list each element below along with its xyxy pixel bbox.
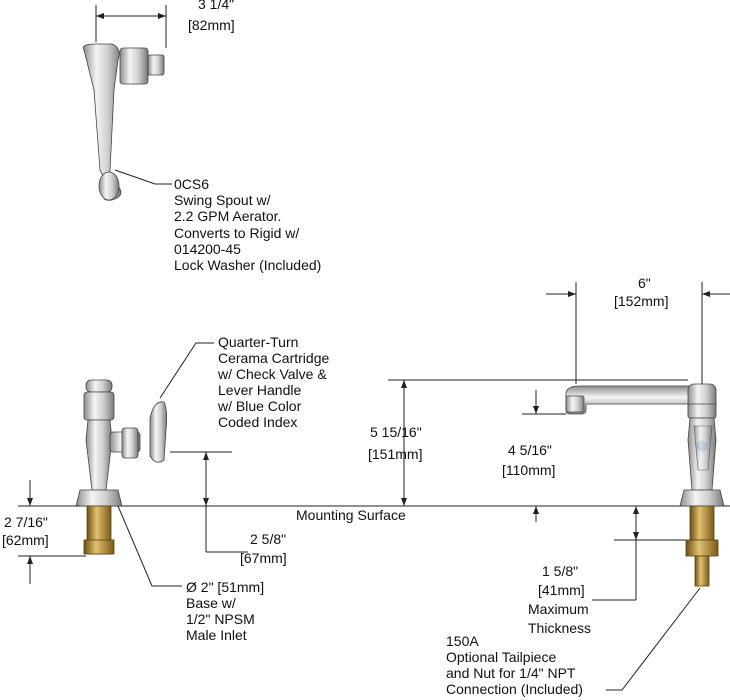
spout-clearance-dimension: 4 5/16" [110mm] (502, 390, 566, 522)
callout-swing-spout-line-6: Lock Washer (Included) (174, 257, 321, 273)
handle-stem (119, 47, 149, 85)
mounting-surface-label: Mounting Surface (296, 507, 406, 523)
tailpiece (694, 555, 710, 587)
cartridge-callout: Quarter-Turn Cerama Cartridge w/ Check V… (159, 334, 329, 430)
faucet-height-metric: [151mm] (368, 446, 422, 462)
callout-base-line-4: Male Inlet (186, 627, 247, 643)
callout-cartridge-line-1: Quarter-Turn (218, 334, 298, 350)
handle-stem-tip (147, 54, 165, 76)
front-view-faucet (565, 383, 725, 587)
front-brass-shank (689, 505, 715, 541)
shank-nut (83, 539, 115, 555)
bonnet-cap (85, 379, 113, 393)
lever-handle-knob (98, 171, 120, 201)
front-lever (693, 425, 713, 471)
callout-swing-spout-line-4: Converts to Rigid w/ (174, 225, 299, 241)
handle-height-imperial: 2 5/8" (250, 531, 286, 547)
handle-width-dimension: 3 1/4" [82mm] (95, 0, 235, 48)
max-thickness-label-1: Maximum (528, 601, 589, 617)
callout-swing-spout-line-2: Swing Spout w/ (174, 192, 271, 208)
faucet-height-imperial: 5 15/16" (370, 424, 422, 440)
callout-base-line-1: Ø 2" [51mm] (186, 579, 264, 595)
handle-height-metric: [67mm] (240, 550, 287, 566)
callout-tailpiece-line-1: 150A (446, 633, 479, 649)
side-view-faucet (75, 379, 168, 555)
max-thickness-label-2: Thickness (528, 620, 591, 636)
callout-tailpiece-line-3: and Nut for 1/4" NPT (446, 665, 576, 681)
spout-clearance-metric: [110mm] (502, 462, 555, 478)
max-thickness-imperial: 1 5/8" (542, 563, 578, 579)
callout-swing-spout-line-5: 014200-45 (174, 241, 241, 257)
callout-cartridge-line-5: w/ Blue Color (217, 398, 302, 414)
tailpiece-callout: 150A Optional Tailpiece and Nut for 1/4"… (446, 587, 701, 697)
valve-body (85, 419, 113, 491)
shank-length-metric: [62mm] (2, 532, 49, 548)
front-shank-nut (685, 539, 719, 557)
max-thickness-metric: [41mm] (538, 582, 585, 598)
handle-width-metric: [82mm] (188, 17, 235, 33)
base-callout: Ø 2" [51mm] Base w/ 1/2" NPSM Male Inlet (117, 505, 264, 643)
handle-height-dimension: 2 5/8" [67mm] (170, 451, 287, 566)
front-cap-nut (687, 403, 717, 419)
callout-tailpiece-line-2: Optional Tailpiece (446, 649, 556, 665)
swing-spout-callout: 0CS6 Swing Spout w/ 2.2 GPM Aerator. Con… (114, 169, 321, 273)
callout-base-line-3: 1/2" NPSM (186, 611, 255, 627)
side-lever-handle (149, 401, 168, 463)
callout-swing-spout-line-1: 0CS6 (174, 176, 209, 192)
callout-tailpiece-line-4: Connection (Included) (446, 681, 583, 697)
spout-reach-dimension: 6" [152mm] (546, 275, 730, 384)
callout-cartridge-line-4: Lever Handle (218, 382, 301, 398)
callout-cartridge-line-3: w/ Check Valve & (217, 366, 327, 382)
shank-length-imperial: 2 7/16" (4, 514, 48, 530)
front-base-flange (679, 489, 725, 507)
callout-base-line-2: Base w/ (186, 595, 236, 611)
mounting-surface: Mounting Surface (40, 505, 730, 523)
cartridge-nut (121, 427, 139, 459)
shank-length-dimension: 2 7/16" [62mm] (2, 480, 86, 584)
spout-reach-metric: [152mm] (614, 293, 668, 309)
base-flange (75, 489, 123, 507)
aerator (565, 395, 585, 413)
spout-reach-imperial: 6" (638, 275, 651, 291)
handle-width-imperial: 3 1/4" (198, 0, 234, 12)
callout-cartridge-line-6: Coded Index (218, 414, 297, 430)
faucet-height-dimension: 5 15/16" [151mm] (368, 379, 688, 506)
max-thickness-dimension: 1 5/8" [41mm] Maximum Thickness (528, 506, 686, 636)
spout-clearance-imperial: 4 5/16" (508, 442, 552, 458)
callout-cartridge-line-2: Cerama Cartridge (218, 350, 329, 366)
handle-detail-figure (82, 43, 165, 201)
bonnet (83, 391, 115, 421)
callout-swing-spout-line-3: 2.2 GPM Aerator. (174, 208, 281, 224)
